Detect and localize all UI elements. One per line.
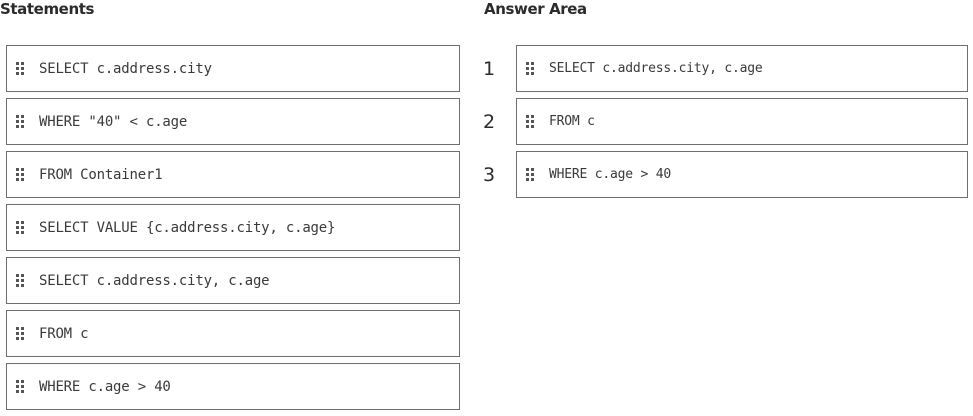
answer-code: FROM c [549,114,595,129]
answer-tile-select-city-age[interactable]: SELECT c.address.city, c.age [516,45,968,92]
statement-code: WHERE c.age > 40 [39,378,171,395]
statement-code: SELECT c.address.city [39,60,212,77]
statement-code: SELECT VALUE {c.address.city, c.age} [39,219,336,236]
slot-number: 3 [483,163,496,186]
slot-number: 1 [483,57,496,80]
statement-tile-where-age-gt-40[interactable]: WHERE c.age > 40 [6,363,460,410]
drag-handle-icon[interactable] [526,62,534,75]
statement-tile-from-c[interactable]: FROM c [6,310,460,357]
statement-tile-select-value[interactable]: SELECT VALUE {c.address.city, c.age} [6,204,460,251]
answer-slot: 2 FROM c [480,98,973,145]
answer-tile-from-c[interactable]: FROM c [516,98,968,145]
answer-tile-where-age-gt-40[interactable]: WHERE c.age > 40 [516,151,968,198]
answer-area: 1 SELECT c.address.city, c.age 2 FROM c … [480,45,973,204]
drag-handle-icon[interactable] [16,115,24,128]
drag-handle-icon[interactable] [16,380,24,393]
slot-number: 2 [483,110,496,133]
drag-handle-icon[interactable] [16,327,24,340]
answer-area-heading: Answer Area [484,0,587,18]
statements-list: SELECT c.address.city WHERE "40" < c.age… [6,45,460,416]
statement-code: WHERE "40" < c.age [39,113,188,130]
drag-handle-icon[interactable] [16,62,24,75]
drag-handle-icon[interactable] [526,115,534,128]
drag-handle-icon[interactable] [16,221,24,234]
answer-slot: 3 WHERE c.age > 40 [480,151,973,198]
answer-slot: 1 SELECT c.address.city, c.age [480,45,973,92]
statement-code: FROM Container1 [39,166,163,183]
drag-handle-icon[interactable] [16,274,24,287]
statement-tile-from-container1[interactable]: FROM Container1 [6,151,460,198]
drag-handle-icon[interactable] [16,168,24,181]
answer-code: SELECT c.address.city, c.age [549,61,763,76]
statement-code: FROM c [39,325,89,342]
drag-handle-icon[interactable] [526,168,534,181]
statement-code: SELECT c.address.city, c.age [39,272,270,289]
statements-heading: Statements [0,0,95,18]
statement-tile-select-city-age[interactable]: SELECT c.address.city, c.age [6,257,460,304]
answer-code: WHERE c.age > 40 [549,167,672,182]
statement-tile-select-city[interactable]: SELECT c.address.city [6,45,460,92]
statement-tile-where-string-age[interactable]: WHERE "40" < c.age [6,98,460,145]
